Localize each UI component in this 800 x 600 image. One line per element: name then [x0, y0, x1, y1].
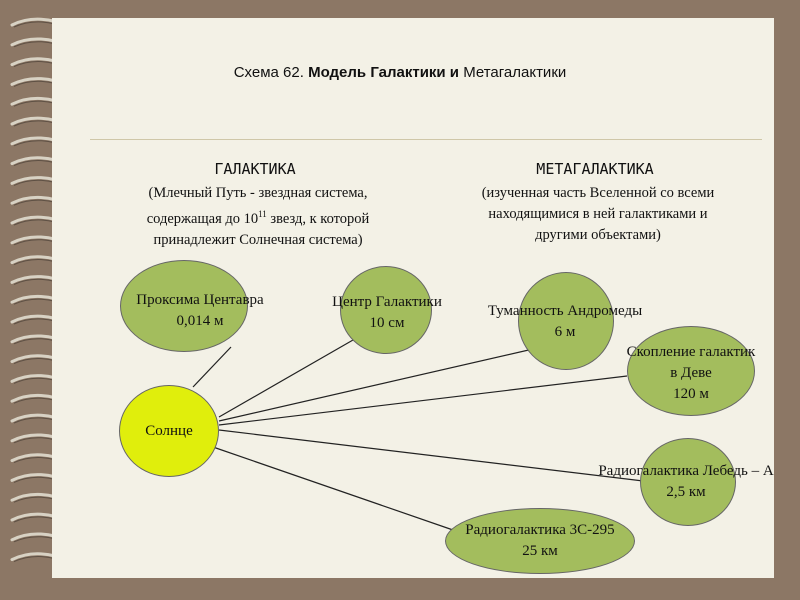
- connector-virgo: [218, 375, 628, 426]
- virgo-label: Скопление галактик в Деве 120 м: [611, 342, 771, 405]
- center-name: Центр Галактики: [332, 294, 442, 310]
- node-cygnus-a: [640, 438, 736, 526]
- andromeda-label: Туманность Андромеды 6 м: [470, 301, 660, 343]
- proxima-name: Проксима Центавра: [136, 292, 264, 308]
- galaxy-desc-line2: содержащая до 1011 звезд, к которой: [146, 209, 370, 227]
- c3295-distance: 25 км: [522, 543, 558, 559]
- sun-label: Солнце: [145, 423, 193, 439]
- proxima-label: Проксима Центавра 0,014 м: [120, 290, 280, 332]
- node-galactic-center: [340, 266, 432, 354]
- title-prefix: Схема 62.: [233, 64, 304, 81]
- node-virgo-cluster: [627, 326, 755, 416]
- proxima-distance: 0,014 м: [176, 313, 224, 329]
- c3295-name: Радиогалактика 3С-295: [465, 522, 615, 538]
- metagalaxy-description: (изученная часть Вселенной со всеми нахо…: [428, 183, 768, 246]
- node-3c295: [445, 508, 635, 574]
- title-suffix: Метагалактики: [463, 64, 567, 81]
- connector-3c295: [212, 446, 454, 531]
- cygnus-name: Радиогалактика Лебедь – А: [598, 463, 774, 479]
- andromeda-name: Туманность Андромеды: [487, 303, 643, 319]
- node-sun: [119, 385, 219, 477]
- connector-proxima: [192, 346, 232, 388]
- virgo-distance: 120 м: [673, 386, 709, 402]
- divider-line: [90, 139, 762, 140]
- connector-center: [218, 339, 354, 418]
- c3295-label: Радиогалактика 3С-295 25 км: [440, 520, 640, 562]
- metagalaxy-desc-line2: находящимися в ней галактиками и: [488, 206, 708, 222]
- galaxy-desc-line3: принадлежит Солнечная система): [153, 231, 363, 248]
- center-distance: 10 см: [369, 315, 405, 331]
- galaxy-desc-line1: (Млечный Путь - звездная система,: [148, 185, 368, 201]
- title-bold: Модель Галактики и: [308, 64, 460, 81]
- galaxy-heading: ГАЛАКТИКА: [214, 160, 296, 178]
- galaxy-description: (Млечный Путь - звездная система, содерж…: [98, 183, 418, 251]
- metagalaxy-desc-line1: (изученная часть Вселенной со всеми: [481, 185, 715, 201]
- virgo-name-line1: Скопление галактик: [626, 344, 756, 360]
- connector-andromeda: [218, 348, 534, 422]
- metagalaxy-desc-line3: другими объектами): [535, 227, 661, 243]
- center-label: Центр Галактики 10 см: [317, 292, 457, 334]
- andromeda-distance: 6 м: [554, 324, 576, 340]
- connector-cygnus: [218, 429, 644, 482]
- metagalaxy-heading: МЕТАГАЛАКТИКА: [536, 160, 654, 178]
- virgo-name-line2: в Деве: [670, 365, 712, 381]
- cygnus-distance: 2,5 км: [666, 484, 706, 500]
- node-proxima: [120, 260, 248, 352]
- cygnus-label: Радиогалактика Лебедь – А 2,5 км: [580, 461, 792, 503]
- diagram-title: Схема 62. Модель Галактики и Метагалакти…: [0, 64, 800, 81]
- node-andromeda: [518, 272, 614, 370]
